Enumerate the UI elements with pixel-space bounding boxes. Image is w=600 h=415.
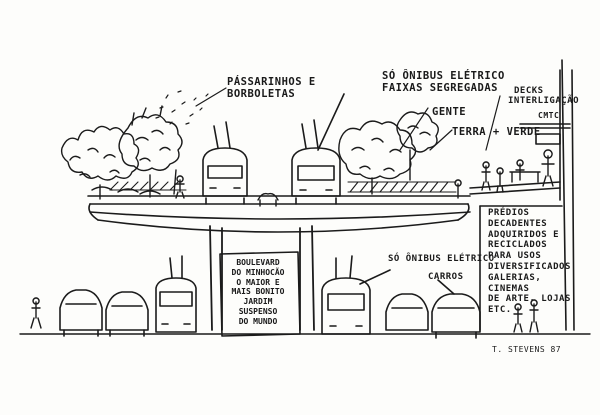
label-buildings-line-7: GALERIAS, CINEMAS [488, 272, 542, 294]
label-buildings-line-8: DE ARTE, LOJAS ETC. [488, 294, 571, 316]
label-decks: DECKS INTERLIGAÇÃO [508, 86, 579, 107]
bus-ground-right [321, 255, 391, 335]
sign-line-2: DO MINHOCÃO [231, 267, 285, 277]
sign-line-6: DO MUNDO [238, 316, 278, 326]
sign-line-5: JARDIM SUSPENSO [238, 297, 278, 316]
sign-line-1: BOULEVARD [236, 258, 280, 267]
label-cars: CARROS [428, 272, 464, 282]
label-people: GENTE [432, 106, 467, 118]
trees-left [60, 105, 183, 200]
signature: T. STEVENS 87 [492, 345, 562, 354]
label-trolley-top-line-2: FAIXAS SEGREGADAS [382, 82, 498, 95]
label-cmtc: CMTC [538, 111, 560, 120]
label-trolley-bottom: SÓ ÔNIBUS ELÉTRICO [388, 254, 495, 264]
birds-dots [155, 87, 227, 125]
label-buildings: PRÉDIOS DECADENTES ADQUIRIDOS E RECICLAD… [488, 208, 578, 316]
deck-slab [87, 195, 471, 233]
label-trolley-top-line-1: SÓ ÔNIBUS ELÉTRICO [382, 70, 505, 82]
label-buildings-line-6: DIVERSIFICADOS [488, 261, 571, 272]
pedestrians-ground [30, 297, 539, 333]
label-birds: PÁSSARINHOS E BORBOLETAS [227, 76, 316, 100]
label-birds-line-1: PÁSSARINHOS E [227, 76, 316, 88]
bus-ground-left [155, 255, 197, 333]
label-trolley-top: SÓ ÔNIBUS ELÉTRICO FAIXAS SEGREGADAS [382, 70, 505, 94]
trolleybus-top-right [291, 93, 345, 205]
trees-right [338, 111, 439, 195]
sign-line-3: O MAIOR E [236, 277, 280, 287]
label-decks-line-2: INTERLIGAÇÃO [508, 96, 580, 107]
sign-board: BOULEVARD DO MINHOCÃO O MAIOR E MAIS BON… [222, 258, 294, 326]
label-birds-line-2: BORBOLETAS [227, 88, 296, 101]
sign-line-4: MAIS BONITO [231, 287, 285, 297]
label-buildings-line-2: DECADENTES [488, 218, 548, 229]
label-buildings-line-4: RECICLADOS [488, 240, 548, 251]
label-soil-green: TERRA + VERDE [452, 126, 541, 138]
cars-ground [59, 279, 481, 339]
deck-people [175, 149, 555, 199]
label-decks-line-1: DECKS [514, 86, 544, 96]
label-buildings-line-3: ADQUIRIDOS E [488, 229, 560, 240]
label-buildings-line-5: PARA USOS [488, 251, 542, 262]
planting-strips [109, 181, 457, 193]
trolleybus-top-left [202, 121, 248, 205]
label-buildings-line-1: PRÉDIOS [488, 208, 530, 218]
leader-lines [399, 95, 501, 151]
deck-bench [257, 192, 279, 207]
decks-bridge [469, 69, 571, 201]
